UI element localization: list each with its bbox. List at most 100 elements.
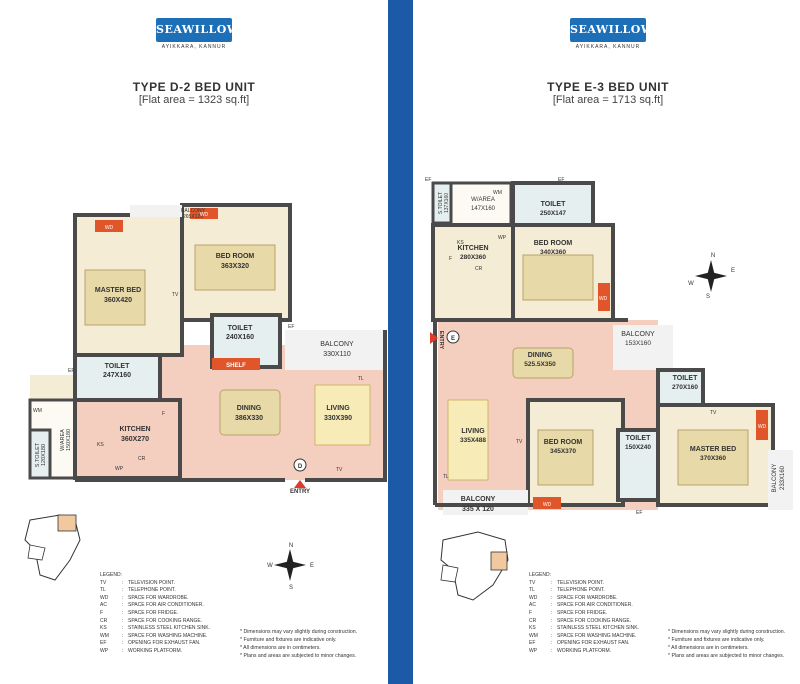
legend-item: WM:SPACE FOR WASHING MACHINE.	[529, 632, 637, 639]
ef-code-1: EF	[288, 324, 294, 330]
legend-item: KS:STAINLESS STEEL KITCHEN SINK.	[529, 625, 639, 632]
w-area-dim: 150X180	[66, 429, 72, 451]
living-label: LIVING	[326, 405, 350, 412]
f-code: F	[162, 411, 165, 417]
balcony-top	[130, 205, 182, 217]
tv-code-1: TV	[516, 439, 523, 445]
balcony2-dim: 233X160	[780, 465, 786, 490]
tv-code-2: TV	[710, 410, 717, 416]
legend-item: TV:TELEVISION POINT.	[529, 579, 604, 586]
s-toilet-label: S.TOILET	[35, 442, 41, 467]
toilet2-dim: 270X160	[672, 384, 698, 391]
bed-room1-label: BED ROOM	[534, 240, 573, 247]
balcony-2	[768, 450, 793, 510]
floor-plan-d2: BALCONY 265X120 MASTER BED 360X420 BED R…	[24, 203, 387, 591]
master-bed-furniture	[677, 429, 749, 486]
balcony-right	[285, 330, 385, 370]
s-toilet-label: S.TOILET	[438, 192, 444, 214]
balcony3-dim: 335 X 120	[462, 506, 494, 513]
master-bed-label: MASTER BED	[690, 446, 736, 453]
kitchen	[431, 223, 515, 322]
cr-code: CR	[138, 456, 146, 462]
balcony-1	[613, 325, 673, 370]
tl-code: TL	[443, 474, 449, 480]
ks-code: KS	[97, 442, 104, 448]
kitchen-label: KITCHEN	[457, 245, 488, 252]
balcony2-label: BALCONY	[772, 464, 778, 493]
compass-w: W	[688, 281, 694, 287]
tv-code-1: TV	[172, 292, 179, 298]
compass	[274, 549, 306, 581]
plan-title: TYPE E-3 BED UNIT	[547, 80, 669, 94]
legend-item: KS:STAINLESS STEEL KITCHEN SINK.	[100, 625, 210, 632]
note: * All dimensions are in centimeters.	[240, 645, 321, 651]
center-divider	[388, 0, 413, 684]
key-plan	[24, 514, 81, 581]
legend-item: TL:TELEPHONE POINT.	[100, 587, 176, 594]
brand-logo: SEAWILLOW	[570, 18, 653, 42]
bed-room-2-furniture	[537, 429, 594, 486]
notes: * Dimensions may vary slightly during co…	[668, 628, 785, 660]
plan-title: TYPE D-2 BED UNIT	[132, 80, 256, 94]
left-panel: SEAWILLOW AYIKKARA, KANNUR TYPE D-2 BED …	[0, 0, 388, 684]
note: * Furniture and fixtures are indicative …	[668, 637, 765, 643]
bed-room-1-furniture	[522, 254, 594, 301]
balcony1-dim: 153X160	[625, 340, 651, 347]
tl-code: TL	[358, 376, 364, 382]
ef-code-1: EF	[425, 177, 431, 183]
cr-code: CR	[475, 266, 483, 272]
toilet3-dim: 150X240	[625, 444, 651, 451]
wp-code: WP	[115, 466, 124, 472]
legend-item: EF:OPENING FOR EXHAUST FAN.	[529, 640, 630, 647]
master-bed-dim: 370X360	[700, 455, 726, 462]
bed-room1-dim: 340X360	[540, 249, 566, 256]
f-code: F	[449, 256, 452, 262]
wardrobe-3	[756, 410, 768, 440]
unit-marker	[293, 458, 307, 472]
compass-n: N	[289, 543, 293, 549]
legend-item: WP:WORKING PLATFORM.	[529, 647, 612, 654]
entry-arrow	[294, 480, 306, 500]
toilet1-label: TOILET	[541, 201, 566, 208]
legend-item: WP:WORKING PLATFORM.	[100, 647, 183, 654]
master-bed-furniture	[84, 269, 146, 326]
dining-label: DINING	[237, 405, 262, 412]
living-label: LIVING	[461, 428, 485, 435]
dining-label: DINING	[528, 352, 553, 359]
flat-area: [Flat area = 1323 sq.ft]	[138, 94, 250, 106]
toilet1-label: TOILET	[228, 325, 253, 332]
wp-code: WP	[498, 235, 507, 241]
ef-code-2: EF	[68, 368, 74, 374]
legend: LEGEND: TV:TELEVISION POINT. TL:TELEPHON…	[100, 572, 210, 656]
legend-item: CR:SPACE FOR COOKING RANGE.	[100, 617, 203, 624]
legend-item: WM:SPACE FOR WASHING MACHINE.	[100, 632, 208, 639]
wardrobe-2	[190, 208, 218, 219]
toilet1-dim: 240X160	[226, 334, 254, 341]
wardrobe-1	[598, 283, 610, 311]
master-bed-dim: 360X420	[104, 297, 132, 304]
compass-n: N	[711, 253, 715, 259]
legend-item: F:SPACE FOR FRIDGE.	[100, 609, 179, 616]
compass	[695, 260, 727, 292]
legend-item: EF:OPENING FOR EXHAUST FAN.	[100, 640, 201, 647]
kitchen-dim: 280X360	[460, 254, 486, 261]
compass-e: E	[310, 563, 314, 569]
unit-letter: D	[298, 464, 303, 470]
outer-wall	[433, 318, 628, 507]
flat-area: [Flat area = 1713 sq.ft]	[552, 94, 664, 106]
bed-room-furniture	[194, 244, 276, 291]
note: * Plans and areas are subjected to minor…	[240, 653, 357, 659]
brand-logo: SEAWILLOW	[156, 18, 239, 42]
key-plan	[440, 531, 509, 601]
wd-code-1: WD	[599, 296, 608, 302]
legend-item: WD:SPACE FOR WARDROBE.	[100, 594, 189, 601]
note: * Dimensions may vary slightly during co…	[668, 629, 786, 635]
unit-letter: E	[451, 336, 455, 342]
s-toilet	[28, 428, 52, 480]
note: * Furniture and fixtures are indicative …	[240, 637, 337, 643]
shelf-label: SHELF	[226, 363, 246, 369]
balcony-top-dim: 265X120	[183, 214, 203, 220]
dining-dim: 525.5X350	[524, 361, 556, 368]
entry-arrow	[418, 332, 438, 344]
tv-code-2: TV	[336, 467, 343, 473]
